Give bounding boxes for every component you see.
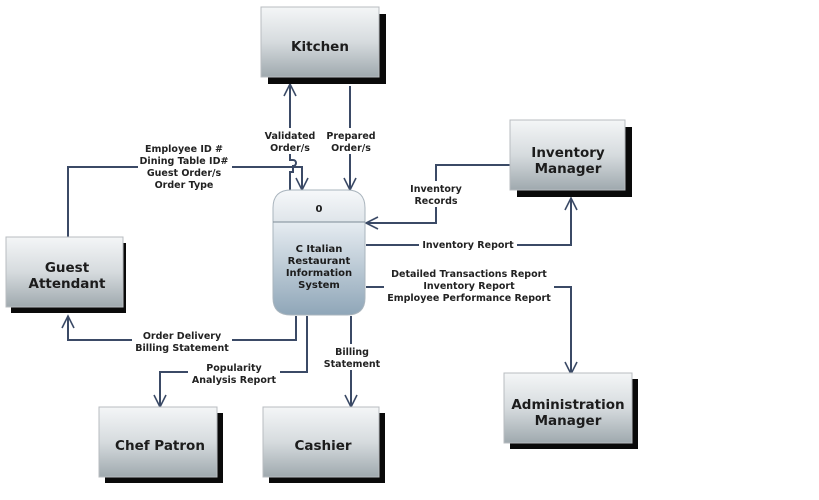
entity-cashier[interactable]: Cashier: [262, 406, 385, 483]
flow-label-line: Order/s: [270, 143, 310, 154]
entity-label: Kitchen: [291, 39, 349, 55]
svg-text:Manager: Manager: [535, 413, 602, 429]
process-name-line: Restaurant: [288, 256, 351, 267]
entity-guest-attendant[interactable]: Guest Attendant: [5, 236, 126, 313]
svg-text:Order/s: Order/s: [331, 143, 371, 154]
entity-kitchen[interactable]: Kitchen: [260, 6, 386, 84]
svg-text:Restaurant: Restaurant: [288, 256, 351, 267]
svg-text:Order/s: Order/s: [270, 143, 310, 154]
flow-label-billing-statement: Billing Statement: [322, 344, 382, 370]
svg-text:Statement: Statement: [324, 359, 381, 370]
svg-text:Cashier: Cashier: [294, 438, 351, 454]
svg-text:Order Type: Order Type: [155, 180, 214, 191]
flow-label-line: Order Type: [155, 180, 214, 191]
svg-text:Detailed Transactions Report: Detailed Transactions Report: [391, 269, 547, 280]
flow-label-line: Inventory: [410, 184, 462, 195]
svg-text:Prepared: Prepared: [326, 131, 375, 142]
flow-label-line: Employee Performance Report: [387, 293, 551, 304]
flow-label-admin-reports: Detailed Transactions Report Inventory R…: [384, 266, 554, 304]
process-name-line: System: [298, 280, 340, 291]
flow-label-inventory-records: Inventory Records: [406, 181, 466, 207]
arrow-head-guest-attendant: [61, 314, 75, 329]
svg-text:System: System: [298, 280, 340, 291]
flow-label-line: Popularity: [206, 363, 262, 374]
flow-label-line: Billing Statement: [135, 343, 229, 354]
svg-text:Popularity: Popularity: [206, 363, 262, 374]
flow-label-line: Detailed Transactions Report: [391, 269, 547, 280]
svg-text:Employee Performance Report: Employee Performance Report: [387, 293, 551, 304]
entity-label: Guest: [45, 260, 90, 276]
flow-label-line: Records: [414, 196, 457, 207]
svg-text:Administration: Administration: [511, 397, 624, 413]
svg-text:Manager: Manager: [535, 161, 602, 177]
entity-label: Manager: [535, 161, 602, 177]
flow-label-line: Analysis Report: [192, 375, 277, 386]
svg-text:Kitchen: Kitchen: [291, 39, 349, 55]
flow-label-line: Guest Order/s: [147, 168, 222, 179]
svg-text:Employee ID #: Employee ID #: [145, 144, 223, 155]
entity-label: Chef Patron: [115, 438, 205, 454]
flow-label-line: Order/s: [331, 143, 371, 154]
svg-text:Inventory: Inventory: [531, 145, 605, 161]
entity-label: Manager: [535, 413, 602, 429]
svg-text:Inventory: Inventory: [410, 184, 462, 195]
svg-text:Inventory Report: Inventory Report: [422, 240, 514, 251]
flow-label-line: Billing: [335, 347, 369, 358]
entity-administration-manager[interactable]: Administration Manager: [503, 372, 638, 449]
svg-text:Guest: Guest: [45, 260, 90, 276]
entity-label: Inventory: [531, 145, 605, 161]
flow-label-line: Validated: [265, 131, 316, 142]
arrow-head-inventory-manager: [564, 196, 578, 211]
flow-label-guest-inputs: Employee ID # Dining Table ID# Guest Ord…: [138, 141, 232, 191]
svg-text:Analysis Report: Analysis Report: [192, 375, 277, 386]
arrow-head-process-inventory: [364, 216, 379, 230]
svg-text:Billing: Billing: [335, 347, 369, 358]
process-number: 0: [316, 204, 323, 215]
entity-label: Cashier: [294, 438, 351, 454]
svg-text:Records: Records: [414, 196, 457, 207]
svg-text:Dining Table ID#: Dining Table ID#: [140, 156, 229, 167]
flow-label-line: Dining Table ID#: [140, 156, 229, 167]
flow-label-line: Statement: [324, 359, 381, 370]
flow-label-line: Inventory Report: [423, 281, 515, 292]
entity-inventory-manager[interactable]: Inventory Manager: [509, 119, 632, 197]
flow-label-popularity: Popularity Analysis Report: [188, 360, 280, 386]
flow-validated-orders-line: [289, 86, 297, 190]
process-body: [272, 221, 366, 316]
svg-text:0: 0: [316, 204, 323, 215]
flow-label-line: Employee ID #: [145, 144, 223, 155]
process-c-italian-system[interactable]: 0 C Italian Restaurant Information Syste…: [272, 189, 366, 316]
entity-chef-patron[interactable]: Chef Patron: [98, 406, 223, 483]
svg-text:Validated: Validated: [265, 131, 316, 142]
svg-text:Guest Order/s: Guest Order/s: [147, 168, 222, 179]
svg-text:Attendant: Attendant: [29, 276, 107, 292]
svg-text:C Italian: C Italian: [296, 244, 343, 255]
flow-labels: Validated Order/s Prepared Order/s Emplo…: [132, 128, 554, 386]
flow-label-inventory-report: Inventory Report: [419, 238, 517, 252]
flow-label-order-delivery: Order Delivery Billing Statement: [132, 328, 232, 354]
svg-text:Order Delivery: Order Delivery: [143, 331, 222, 342]
process-name-line: Information: [286, 268, 352, 279]
svg-text:Chef Patron: Chef Patron: [115, 438, 205, 454]
svg-text:Information: Information: [286, 268, 352, 279]
flow-label-line: Inventory Report: [422, 240, 514, 251]
entity-label: Attendant: [29, 276, 107, 292]
flow-label-validated-orders: Validated Order/s: [262, 128, 318, 154]
entity-label: Administration: [511, 397, 624, 413]
svg-text:Inventory Report: Inventory Report: [423, 281, 515, 292]
svg-text:Billing Statement: Billing Statement: [135, 343, 229, 354]
flow-label-prepared-orders: Prepared Order/s: [324, 128, 378, 154]
process-name-line: C Italian: [296, 244, 343, 255]
flow-label-line: Prepared: [326, 131, 375, 142]
flow-label-line: Order Delivery: [143, 331, 222, 342]
process-header: [272, 189, 366, 223]
